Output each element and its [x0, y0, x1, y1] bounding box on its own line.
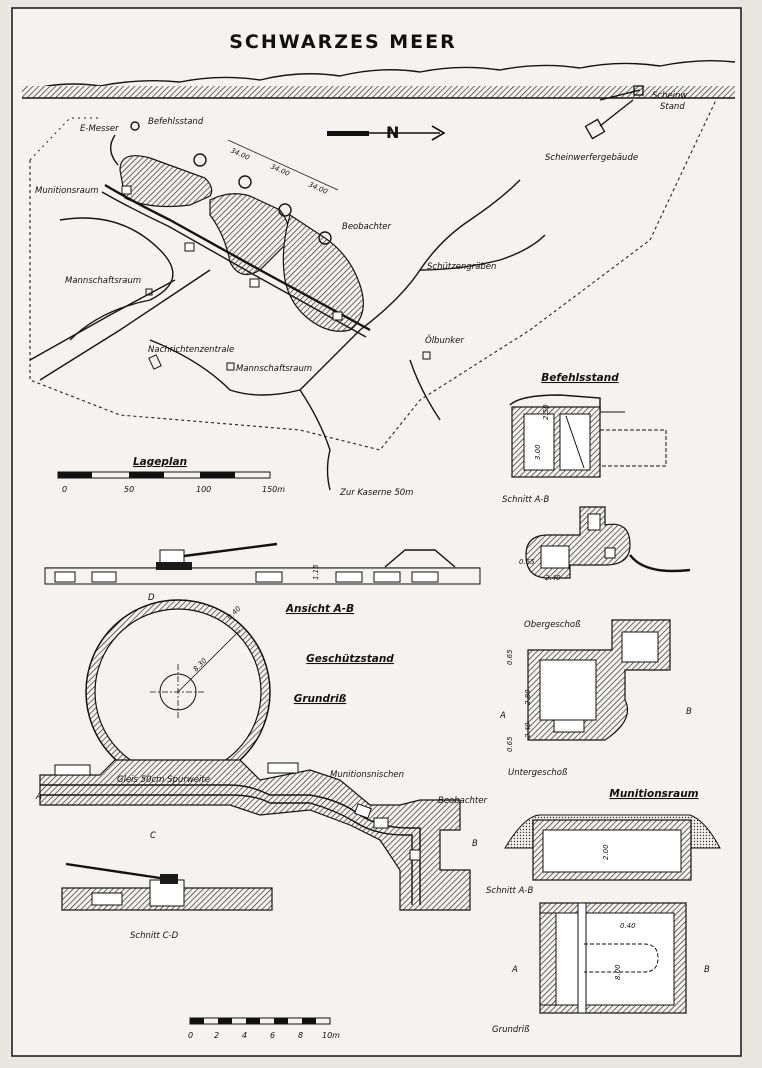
elevation-marker-d: D	[148, 593, 155, 603]
map-title: SCHWARZES MEER	[229, 31, 457, 53]
lower-dim-3: 2.40	[524, 722, 532, 738]
lower-dim-1: 0.65	[506, 649, 514, 665]
munitions-plan-caption: Grundriß	[492, 1025, 530, 1035]
label-schuetzengraeben: Schützengräben	[427, 262, 496, 272]
befehlsstand-dim-2: 3.00	[534, 444, 542, 460]
site-plan-scale-bar: Lageplan 0 50 100 150m	[57, 456, 285, 494]
label-mannschaftsraum-1: Mannschaftsraum	[65, 276, 141, 286]
befehlsstand-upper-floor: 0.65 2.40 Obergeschoß	[519, 506, 691, 630]
coastline	[21, 59, 736, 99]
befehlsstand-heading: Befehlsstand	[541, 372, 619, 384]
site-buildings	[145, 85, 644, 371]
site-plan-caption: Lageplan	[133, 456, 187, 468]
munitionsraum-detail: Munitionsraum 2.00 Schnitt A-B 0.40 8.00…	[486, 788, 721, 1035]
site-scale-150: 150m	[262, 485, 285, 494]
observer-label: Beobachter	[438, 796, 487, 806]
munitions-marker-b: B	[704, 965, 710, 975]
barbed-wire-perimeter	[29, 99, 717, 451]
plan-marker-a: A	[35, 792, 42, 802]
upper-dim-2: 2.40	[545, 574, 561, 582]
north-label: N	[386, 123, 399, 142]
site-scale-50: 50	[124, 485, 134, 494]
gun-emplacement-plan: Geschützstand Grundriß 0.40 8.30 Gleis 5…	[35, 599, 487, 911]
gun-plan-caption: Grundriß	[294, 693, 347, 705]
upper-floor-caption: Obergeschoß	[524, 620, 581, 630]
elevation-caption: Ansicht A-B	[285, 603, 354, 615]
munitions-section-dim: 2.00	[602, 844, 610, 860]
label-scheinwerfer-stand-2: Stand	[660, 102, 685, 112]
befehlsstand-dim-1: 2.50	[542, 404, 550, 420]
lower-section-b: B	[686, 707, 692, 717]
gun-scale-6: 6	[270, 1031, 275, 1040]
munitions-marker-a: A	[511, 965, 518, 975]
label-befehlsstand: Befehlsstand	[148, 117, 204, 127]
label-beobachter: Beobachter	[342, 222, 391, 232]
lower-dim-2: 2.80	[524, 689, 532, 705]
label-munitionsraum: Munitionsraum	[35, 186, 99, 196]
befehlsstand-section-caption: Schnitt A-B	[502, 495, 549, 505]
north-arrow-icon: N	[327, 123, 446, 142]
site-scale-100: 100	[196, 485, 211, 494]
munitions-section-caption: Schnitt A-B	[486, 886, 533, 896]
upper-dim-1: 0.65	[519, 558, 535, 566]
elevation-dim: 1.15	[312, 564, 320, 580]
label-zur-kaserne: Zur Kaserne 50m	[339, 488, 413, 498]
battery-layout	[101, 121, 371, 338]
gun-scale-8: 8	[298, 1031, 303, 1040]
lower-section-a: A	[499, 711, 506, 721]
label-oelbunker: Ölbunker	[425, 335, 464, 346]
label-mannschaftsraum-2: Mannschaftsraum	[236, 364, 312, 374]
gun-scale-10: 10m	[322, 1031, 340, 1040]
label-e-messer: E-Messer	[80, 124, 119, 134]
label-nachrichtenzentrale: Nachrichtenzentrale	[148, 345, 234, 355]
gun-scale-4: 4	[242, 1031, 247, 1040]
befehlsstand-section: Befehlsstand 2.50 3.00 Schnitt A-B	[502, 372, 667, 505]
gun-scale-bar: 0 2 4 6 8 10m	[188, 1017, 340, 1040]
section-cd-caption: Schnitt C-D	[130, 931, 179, 941]
gun-elevation-view: 1.15 D Ansicht A-B	[44, 542, 481, 615]
label-scheinwerfergebaeude: Scheinwerfergebäude	[545, 153, 638, 163]
label-scheinwerfer-stand-1: Scheinw.	[652, 91, 690, 101]
munitions-plan-dim-2: 8.00	[614, 964, 622, 980]
trench-network	[29, 89, 641, 491]
munitions-plan-dim-1: 0.40	[620, 922, 636, 930]
munitionsraum-heading: Munitionsraum	[609, 788, 698, 800]
plan-marker-b: B	[472, 839, 478, 849]
gun-heading: Geschützstand	[306, 653, 394, 665]
rail-label: Gleis 50cm Spurweite	[117, 775, 210, 785]
gun-scale-0: 0	[188, 1031, 193, 1040]
gun-section-cd: Schnitt C-D	[61, 862, 273, 941]
plan-marker-c: C	[150, 831, 156, 841]
site-scale-0: 0	[62, 485, 67, 494]
lower-dim-4: 0.65	[506, 736, 514, 752]
gun-scale-2: 2	[214, 1031, 219, 1040]
lower-floor-caption: Untergeschoß	[508, 768, 568, 778]
niches-label: Munitionsnischen	[330, 770, 404, 780]
befehlsstand-lower-floor: 0.65 2.80 2.40 0.65 A B Untergeschoß	[499, 619, 692, 778]
site-plan-labels: E-Messer Befehlsstand Munitionsraum Mann…	[35, 91, 690, 498]
